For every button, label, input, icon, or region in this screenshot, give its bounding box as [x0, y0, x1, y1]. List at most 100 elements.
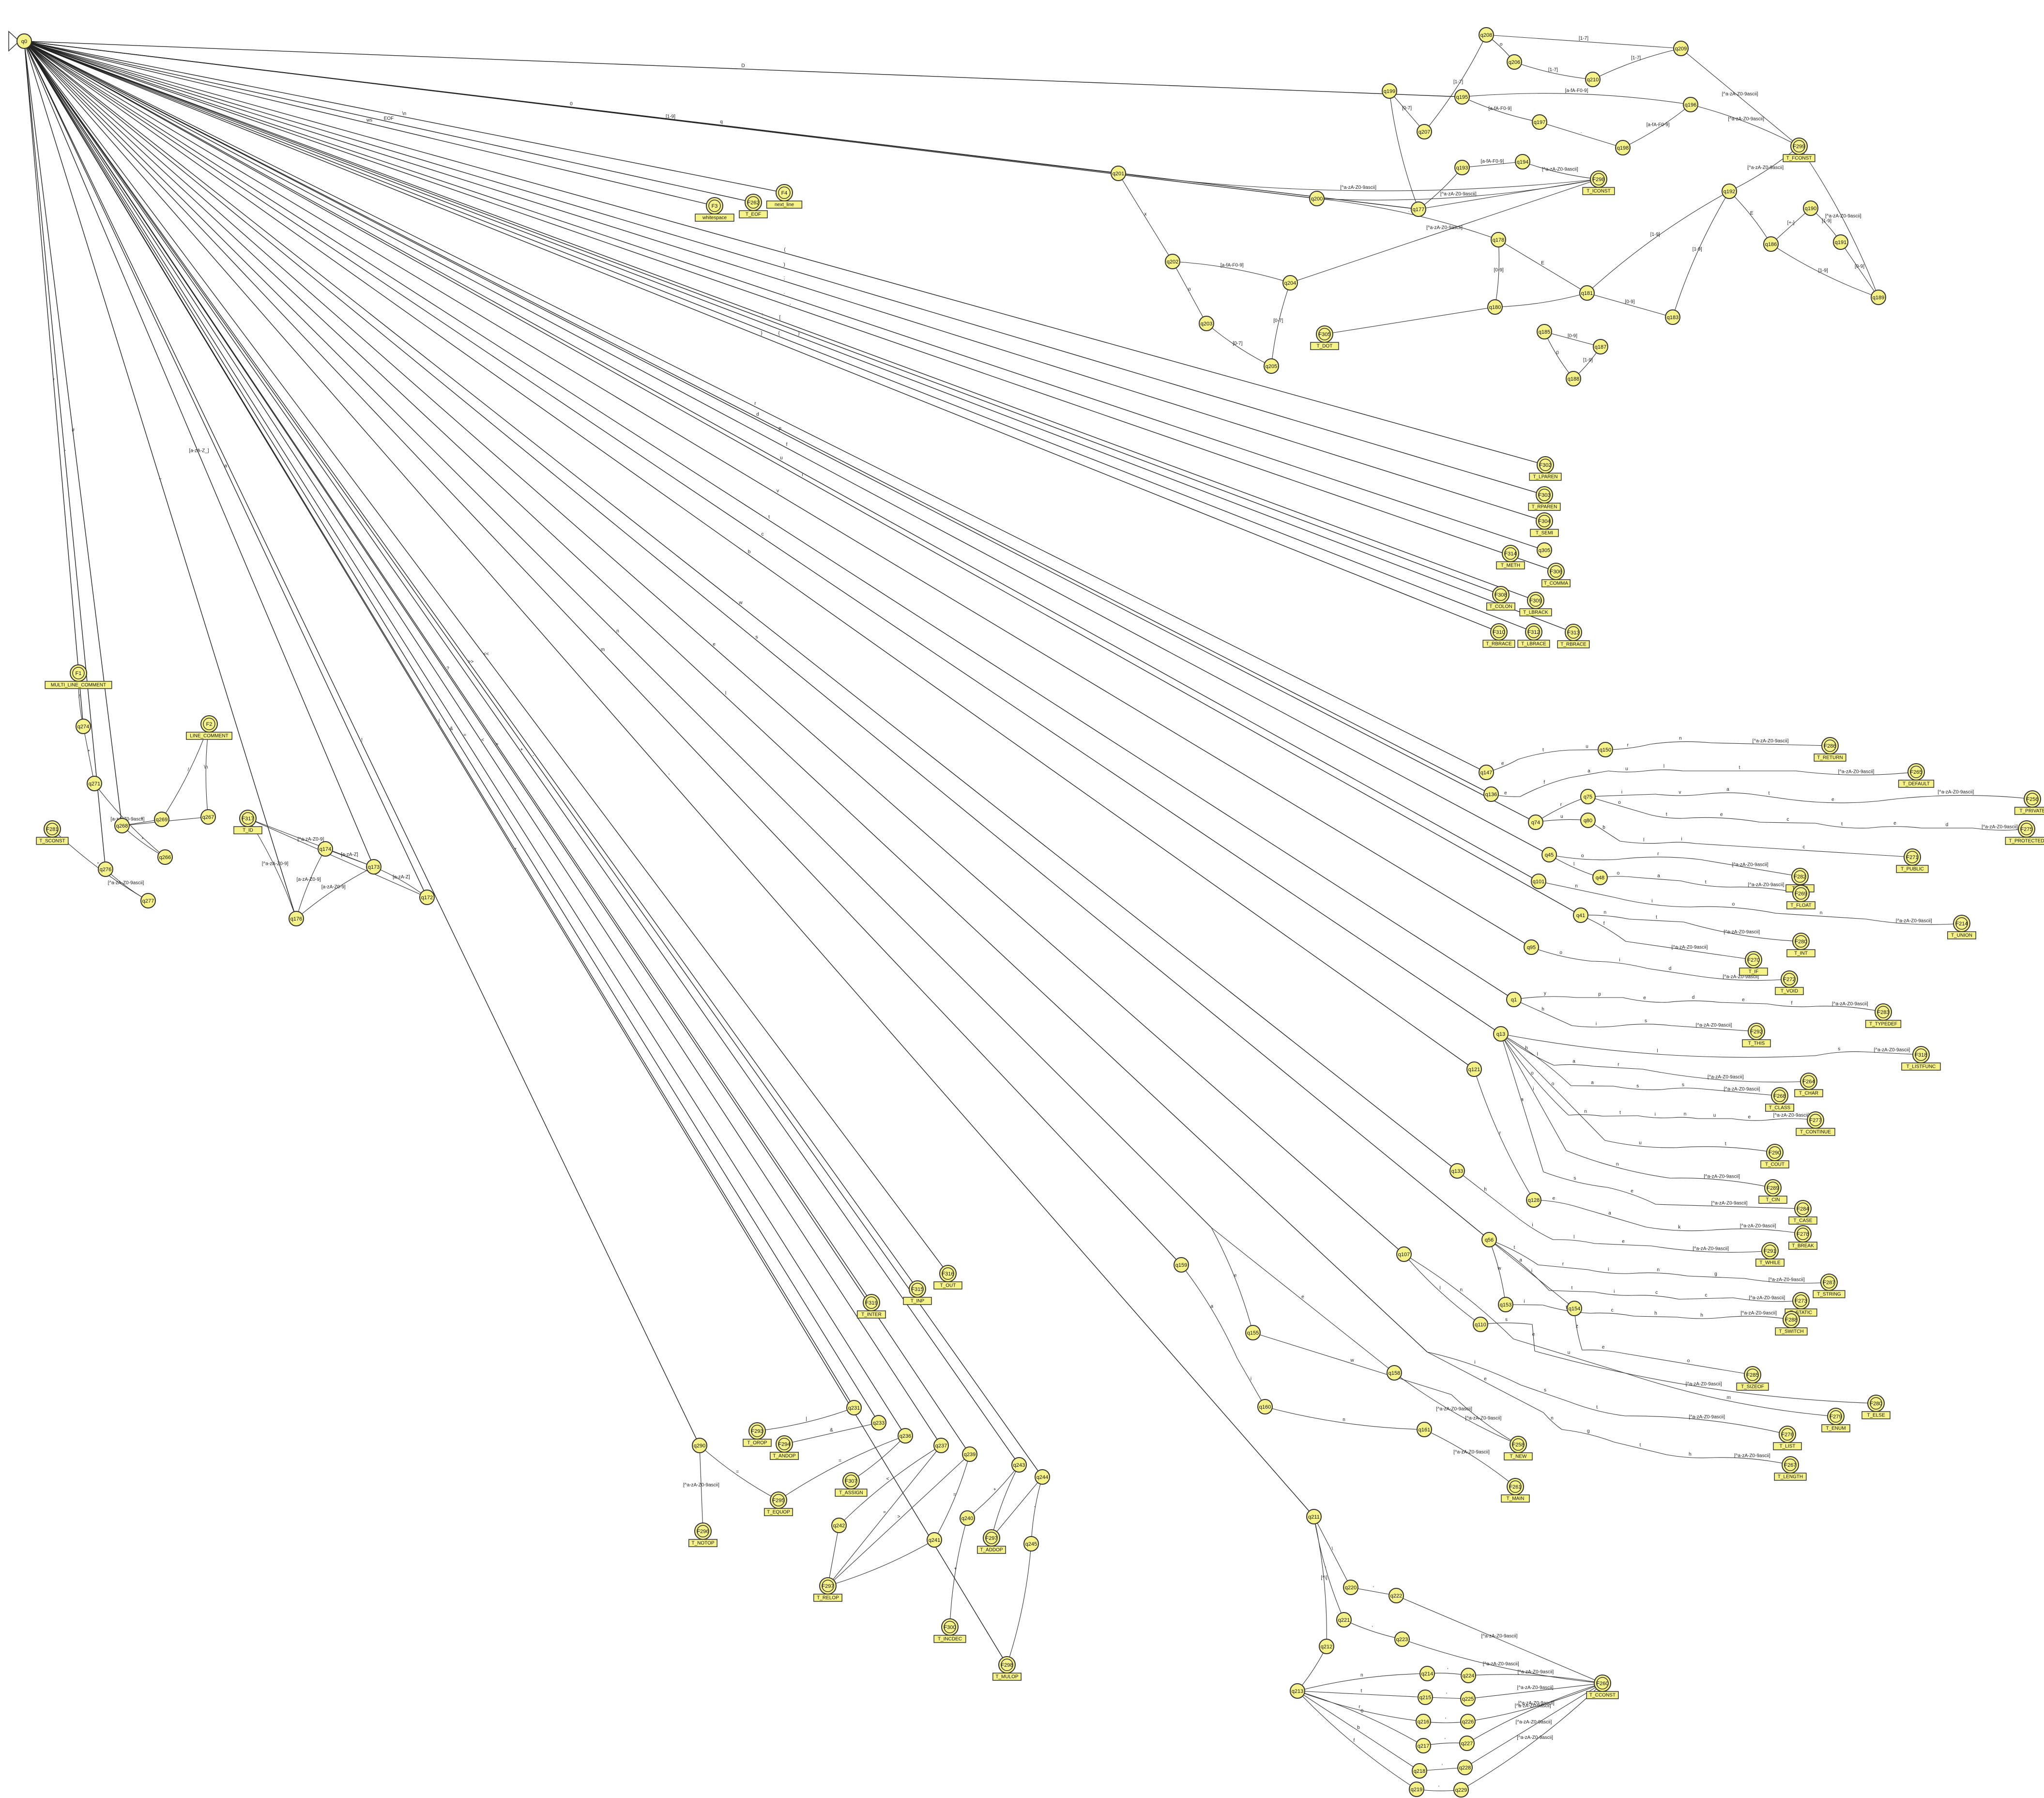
token-label: T_EQUOP [767, 1510, 790, 1515]
transition-edge [757, 1407, 854, 1431]
transition-edge [1500, 1033, 1569, 1116]
state-q245: q245 [1023, 1536, 1039, 1552]
state-circle [1598, 742, 1613, 757]
transition-label: c [1705, 1293, 1708, 1298]
transition-edge [1608, 770, 1646, 772]
token-box [1896, 865, 1929, 873]
final-state-ring [1870, 1397, 1882, 1410]
state-label: q75 [1584, 794, 1592, 800]
transition-label: q [720, 120, 723, 125]
state-q188: q188 [1566, 371, 1581, 386]
transition-label: ) [783, 262, 785, 268]
transition-label: \ [1332, 1546, 1333, 1552]
state-label: q227 [1461, 1741, 1473, 1747]
transition-label: t [1514, 1245, 1515, 1250]
transition-edge [1590, 1312, 1634, 1317]
state-circle [1573, 907, 1588, 923]
state-label: q215 [1419, 1695, 1431, 1701]
transition-label: o [1552, 1081, 1555, 1087]
transition-label: [^a-zA-Z0-9ascii] [1517, 1685, 1554, 1690]
transition-label: [^\] [1321, 1575, 1327, 1581]
transition-edge [1271, 282, 1291, 367]
state-label: q41 [1576, 913, 1585, 919]
transition-edges [24, 34, 2033, 1791]
state-q221: q221 [1336, 1612, 1352, 1628]
state-q198: q198 [1615, 140, 1631, 155]
state-q95: q95 [1524, 939, 1539, 955]
state-label: q194 [1517, 159, 1528, 165]
token-box [1783, 154, 1815, 162]
state-q305: q305 [1537, 542, 1552, 558]
state-circle [898, 1428, 913, 1444]
state-q177: q177 [1411, 201, 1426, 217]
transition-label: [1-7] [1453, 79, 1463, 85]
state-circle [1493, 1026, 1509, 1042]
transition-label: i [1533, 1087, 1534, 1092]
transition-label: a [1587, 768, 1590, 774]
state-circle [1481, 1232, 1497, 1247]
transition-edge [24, 41, 715, 206]
transition-label: e [1234, 1273, 1237, 1278]
state-circle [1515, 154, 1530, 169]
transition-edge [1770, 208, 1811, 245]
state-circle [1537, 324, 1552, 339]
state-label: q155 [1247, 1330, 1259, 1336]
state-circle [927, 1532, 942, 1548]
state-circle [1453, 1782, 1469, 1798]
state-label: q236 [900, 1433, 911, 1439]
transition-label: l [1573, 1234, 1574, 1240]
transition-label: * [88, 749, 90, 754]
transition-label: t [1571, 1286, 1573, 1291]
state-label: q244 [1037, 1475, 1048, 1480]
state-q214: q214 [1419, 1666, 1435, 1681]
transition-label: } [798, 331, 800, 337]
transition-edge [1297, 1690, 1426, 1698]
state-q199: q199 [1382, 83, 1397, 99]
transition-label: } [761, 331, 763, 336]
transition-label: , [790, 301, 791, 306]
transition-label: . [1325, 1563, 1327, 1568]
state-label: q226 [1462, 1719, 1474, 1725]
final-state-ring [72, 667, 85, 679]
transition-edge [1651, 1245, 1770, 1253]
transition-edge [1767, 1003, 1817, 1007]
final-state-label: F308 [1495, 592, 1507, 598]
transition-edge [1695, 843, 1913, 858]
state-circle [1264, 358, 1279, 374]
transition-label: [a-zA-Z0-9] [297, 877, 321, 882]
state-q48: q48 [1592, 870, 1608, 885]
token-box [1814, 753, 1846, 762]
token-box [857, 1310, 886, 1319]
transition-edge [1451, 1394, 1519, 1445]
transition-label: e [1742, 998, 1745, 1003]
token-box [1794, 1089, 1823, 1097]
transition-edge [24, 41, 879, 1423]
final-state-ring [1793, 140, 1805, 153]
state-label: q181 [1581, 291, 1593, 296]
state-label: q233 [873, 1420, 885, 1426]
transition-label: l [1663, 764, 1664, 769]
state-circle [1023, 1536, 1039, 1552]
transition-label: a [1591, 1080, 1594, 1086]
state-circle [1461, 1668, 1476, 1683]
transition-edge [1633, 1316, 1678, 1318]
final-state-label: F319 [865, 1300, 877, 1306]
state-circle [157, 849, 173, 865]
token-label: T_SIZEOF [1741, 1384, 1764, 1390]
transition-label: [^a-zA-Z0-9ascii] [1689, 1414, 1725, 1420]
state-q205: q205 [1264, 358, 1279, 374]
transition-edge [24, 41, 700, 1446]
transition-edge [24, 41, 122, 826]
transition-edge [1561, 1429, 1615, 1443]
state-label: q198 [1617, 145, 1629, 151]
transition-label: u [1625, 766, 1628, 771]
transition-label: n [1575, 884, 1578, 889]
token-box [903, 1297, 932, 1305]
state-label: q192 [1724, 189, 1735, 195]
token-box [1486, 602, 1515, 611]
token-label: T_DOT [1317, 344, 1333, 349]
transition-label: t [768, 515, 770, 520]
final-state-label: F279 [1830, 1414, 1842, 1420]
